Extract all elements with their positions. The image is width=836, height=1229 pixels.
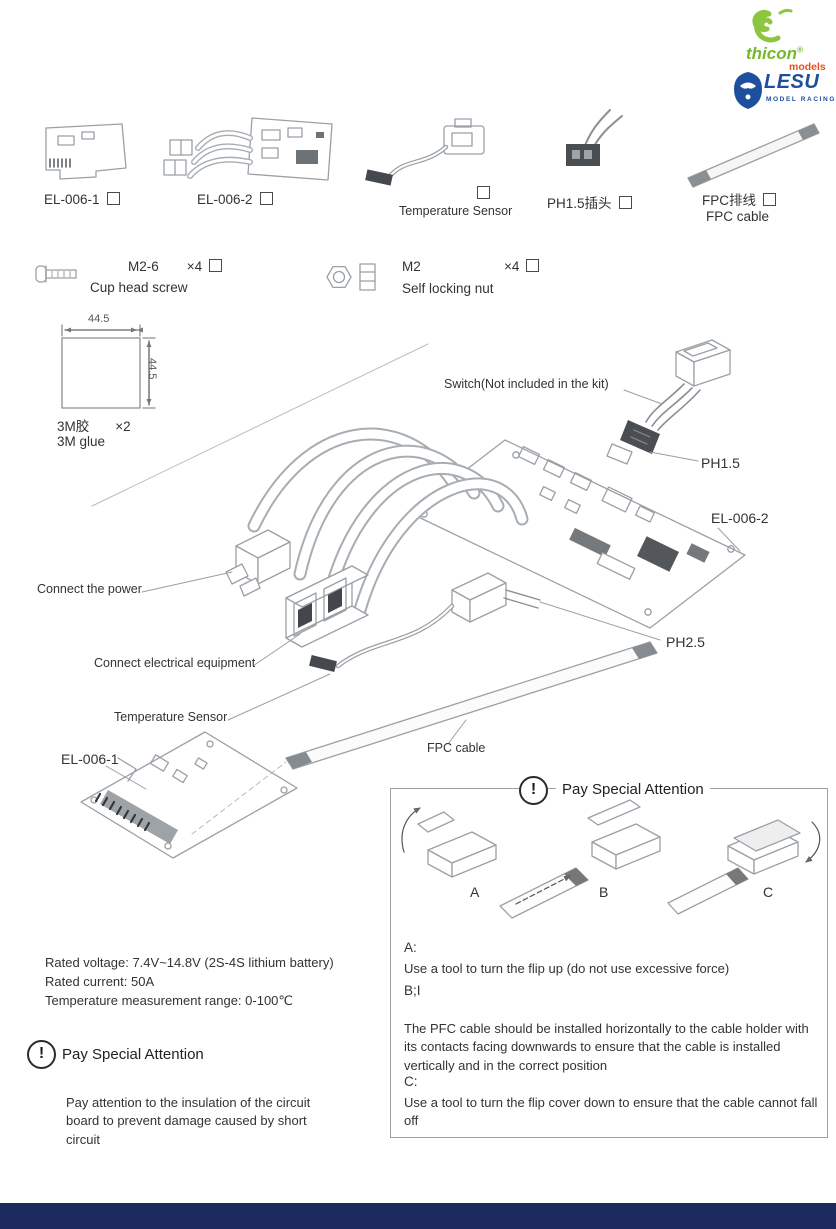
glue-label-cn: 3M胶 ×2 — [57, 415, 131, 435]
step-a-letter: A — [470, 884, 480, 900]
fpc-part-label-cn: FPC排线 — [702, 189, 776, 209]
power-cables-art — [247, 427, 529, 617]
nut-qty-label: ×4 — [504, 259, 540, 274]
ph15-checkbox — [618, 196, 632, 209]
step-c-letter: C — [763, 884, 774, 900]
thicon-logo-icon — [752, 8, 793, 43]
step-c-text: Use a tool to turn the flip cover down t… — [404, 1095, 818, 1129]
construction-line — [91, 343, 429, 507]
screw-size-text: M2-6 — [128, 259, 159, 274]
attention-box-title: Pay Special Attention — [556, 781, 710, 798]
glue-width-dim: 44.5 — [88, 313, 110, 325]
screw-qty-text: ×4 — [186, 259, 203, 274]
screw-name-label: Cup head screw — [90, 280, 188, 295]
glue-height-dim: 44.5 — [146, 358, 158, 380]
step-c-heading: C: — [404, 1074, 418, 1089]
el0062-part-text: EL-006-2 — [197, 192, 253, 207]
screw-art — [35, 265, 77, 283]
nut-qty-text: ×4 — [504, 259, 520, 274]
ph25-diagram-label: PH2.5 — [666, 634, 705, 650]
el-006-2-part-art — [163, 117, 333, 181]
el0061-diagram-label: EL-006-1 — [61, 751, 119, 767]
el0061-part-label: EL-006-1 — [44, 192, 120, 207]
temp-sensor-checkbox — [477, 186, 490, 199]
ph15-diagram-label: PH1.5 — [701, 455, 740, 471]
ph15-part-label: PH1.5插头 — [547, 192, 632, 212]
main-board-el0062-art — [409, 439, 746, 629]
glue-cn-text: 3M胶 — [57, 419, 90, 434]
switch-label: Switch(Not included in the kit) — [444, 377, 609, 391]
temp-sensor-checkbox-wrap — [477, 186, 490, 201]
temp-sensor-part-label: Temperature Sensor — [399, 204, 513, 218]
screw-checkbox — [209, 259, 223, 272]
footer-bar — [0, 1203, 836, 1229]
screw-size-label: M2-6 ×4 — [128, 259, 223, 274]
temp-sensor-diagram-label: Temperature Sensor — [114, 710, 228, 724]
fpc-cn-text: FPC排线 — [702, 193, 756, 208]
lesu-subtitle: MODEL RACING — [766, 96, 836, 103]
lesu-logo-icon — [734, 72, 762, 109]
glue-pad-art — [61, 324, 156, 409]
step-b-heading: B;I — [404, 983, 421, 998]
attention-left-title: Pay Special Attention — [62, 1046, 204, 1063]
spec-current: Rated current: 50A — [45, 974, 155, 989]
nut-size-label: M2 — [402, 259, 421, 274]
temperature-sensor-part-art — [365, 118, 485, 186]
connect-power-label: Connect the power — [37, 582, 142, 596]
power-connector-art — [225, 529, 291, 597]
spec-temp-range: Temperature measurement range: 0-100℃ — [45, 993, 294, 1008]
el0061-checkbox — [106, 192, 120, 205]
thicon-name: thicon — [746, 44, 797, 63]
switch-art — [606, 339, 731, 465]
attention-box-icon: ! — [519, 776, 548, 805]
equipment-connector-art — [285, 565, 369, 648]
nut-art — [326, 263, 376, 291]
step-b-letter: B — [599, 884, 609, 900]
connect-equipment-label: Connect electrical equipment — [94, 656, 256, 670]
temp-sensor-main-art — [309, 572, 541, 672]
fpc-checkbox — [763, 193, 776, 206]
fpc-part-label-en: FPC cable — [706, 209, 770, 224]
thicon-reg-mark: ® — [797, 45, 803, 55]
el-006-1-part-art — [45, 123, 127, 180]
nut-name-label: Self locking nut — [402, 281, 494, 296]
thicon-models-wordmark: models — [789, 61, 826, 73]
step-a-text: Use a tool to turn the flip up (do not u… — [404, 961, 730, 976]
step-a-heading: A: — [404, 940, 417, 955]
el0062-checkbox — [259, 192, 273, 205]
leader-lines — [105, 389, 741, 790]
el0061-part-text: EL-006-1 — [44, 192, 100, 207]
step-b-text: The PFC cable should be installed horizo… — [404, 1021, 809, 1073]
el0062-diagram-label: EL-006-2 — [711, 510, 769, 526]
glue-label-en: 3M glue — [57, 434, 106, 449]
lesu-wordmark: LESU — [764, 71, 820, 93]
nut-checkbox — [526, 259, 540, 272]
fpc-diagram-label: FPC cable — [427, 741, 486, 755]
ph15-plug-part-art — [566, 109, 623, 166]
el0062-part-label: EL-006-2 — [197, 192, 273, 207]
thicon-wordmark: thicon® — [746, 44, 803, 64]
attention-left-icon: ! — [27, 1040, 56, 1069]
glue-qty-text: ×2 — [115, 419, 131, 434]
attention-left-body: Pay attention to the insulation of the c… — [66, 1095, 311, 1147]
fpc-cable-part-art — [687, 123, 820, 188]
spec-voltage: Rated voltage: 7.4V~14.8V (2S-4S lithium… — [45, 955, 334, 970]
ph15-part-text: PH1.5插头 — [547, 196, 612, 211]
